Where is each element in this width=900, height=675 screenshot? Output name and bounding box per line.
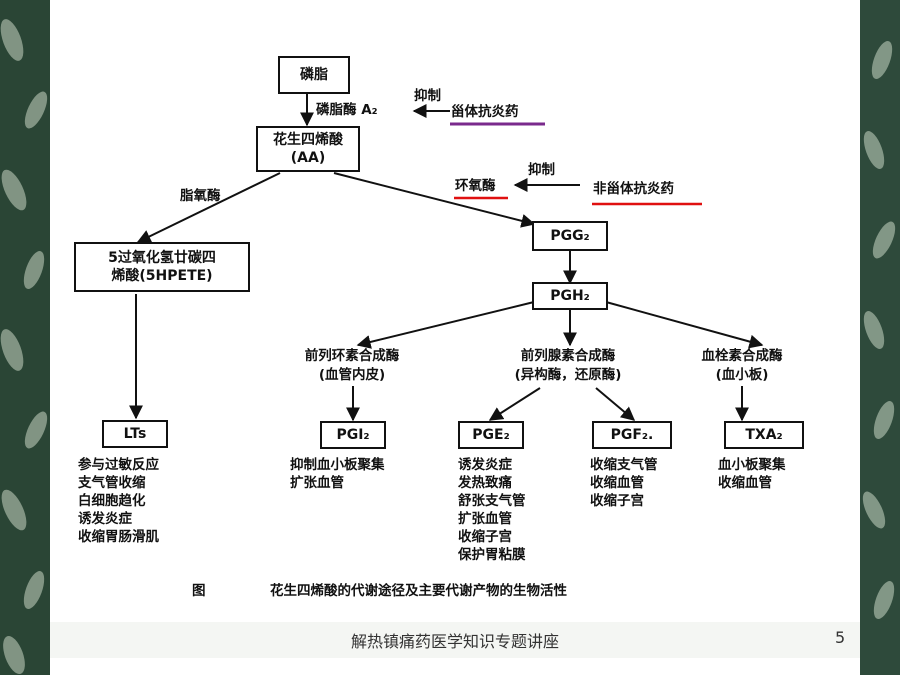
- pgh2-label: PGH₂: [550, 288, 590, 304]
- figure-caption-text: 花生四烯酸的代谢途径及主要代谢产物的生物活性: [270, 583, 567, 599]
- txa2-label: TXA₂: [745, 427, 783, 443]
- list-item: 收缩子宫: [590, 493, 644, 509]
- steroid-drug-label: 甾体抗炎药: [451, 104, 519, 120]
- list-item: 收缩支气管: [590, 457, 658, 473]
- list-item: 收缩血管: [590, 475, 644, 491]
- arrow-pgh2-to-prostacyclin-synthase: [356, 301, 535, 349]
- lipoxygenase-label: 脂氧酶: [180, 188, 221, 204]
- arrow-aa-to-hpete: [136, 172, 281, 243]
- list-item: 扩张血管: [458, 511, 512, 527]
- pgi2-box: PGI₂: [320, 421, 386, 449]
- list-item: 收缩血管: [718, 475, 772, 491]
- arrow-prostaglandin-synthase-to-pgf2: [595, 387, 636, 421]
- aa-label: 花生四烯酸: [273, 132, 343, 148]
- aa-box: 花生四烯酸 (AA): [256, 126, 360, 172]
- list-item: 诱发炎症: [78, 511, 132, 527]
- diagram-connectors: [129, 94, 764, 422]
- thromboxane-synthase-line1: 血栓素合成酶: [701, 348, 783, 364]
- list-item: 血小板聚集: [718, 457, 786, 473]
- txa2-effects-list: 血小板聚集 收缩血管: [718, 456, 786, 492]
- list-item: 参与过敏反应: [78, 457, 159, 473]
- footer-title: 解热镇痛药医学知识专题讲座: [350, 632, 559, 651]
- list-item: 支气管收缩: [78, 475, 146, 491]
- prostaglandin-synthase-line2: (异构酶，还原酶): [514, 367, 622, 383]
- figure-caption-label: 图: [192, 583, 206, 599]
- pla2-label: 磷脂酶 A₂: [316, 102, 378, 118]
- list-item: 诱发炎症: [458, 457, 512, 473]
- list-item: 发热致痛: [458, 475, 512, 491]
- pgf2-box: PGF₂.: [592, 421, 672, 449]
- left-leaf-pattern: [0, 19, 48, 675]
- pge2-box: PGE₂: [458, 421, 524, 449]
- list-item: 扩张血管: [290, 475, 344, 491]
- pgi2-effects-list: 抑制血小板聚集 扩张血管: [290, 456, 385, 492]
- list-item: 抑制血小板聚集: [290, 457, 385, 473]
- arrow-aa-to-pgg2: [333, 172, 536, 228]
- inhibit-label-2: 抑制: [528, 162, 555, 178]
- txa2-box: TXA₂: [724, 421, 804, 449]
- right-leaf-pattern: [862, 41, 896, 619]
- hpete-label-line2: 烯酸(5HPETE): [111, 268, 213, 284]
- pgf2-label: PGF₂.: [610, 427, 654, 443]
- footer-bar: [50, 622, 860, 658]
- nsaid-label: 非甾体抗炎药: [593, 181, 674, 197]
- hpete-label-line1: 5过氧化氢廿碳四: [108, 250, 216, 266]
- hpete-box: 5过氧化氢廿碳四 烯酸(5HPETE): [74, 242, 250, 292]
- lts-box: LTs: [102, 420, 168, 448]
- lts-effects-list: 参与过敏反应 支气管收缩 白细胞趋化 诱发炎症 收缩胃肠滑肌: [78, 456, 159, 546]
- pgi2-label: PGI₂: [336, 427, 370, 443]
- arrow-prostaglandin-synthase-to-pge2: [488, 387, 541, 421]
- list-item: 保护胃粘膜: [458, 547, 526, 563]
- list-item: 舒张支气管: [458, 493, 526, 509]
- pge2-label: PGE₂: [472, 427, 510, 443]
- list-item: 收缩子宫: [458, 529, 512, 545]
- prostacyclin-synthase-line1: 前列环素合成酶: [304, 348, 400, 364]
- pge2-effects-list: 诱发炎症 发热致痛 舒张支气管 扩张血管 收缩子宫 保护胃粘膜: [458, 456, 526, 564]
- phospholipid-label: 磷脂: [300, 67, 328, 83]
- list-item: 收缩胃肠滑肌: [78, 529, 159, 545]
- phospholipid-box: 磷脂: [278, 56, 350, 94]
- arrow-pgh2-to-thromboxane-synthase: [605, 301, 764, 349]
- pgg2-label: PGG₂: [550, 228, 590, 244]
- list-item: 白细胞趋化: [78, 493, 146, 509]
- pgh2-box: PGH₂: [532, 282, 608, 310]
- page-number: 5: [835, 628, 846, 647]
- pgf2-effects-list: 收缩支气管 收缩血管 收缩子宫: [590, 456, 658, 510]
- aa-abbrev: (AA): [290, 150, 326, 166]
- cox-label: 环氧酶: [455, 178, 496, 194]
- pgg2-box: PGG₂: [532, 221, 608, 251]
- thromboxane-synthase-line2: (血小板): [715, 367, 769, 383]
- lts-label: LTs: [123, 426, 147, 442]
- prostacyclin-synthase-line2: (血管内皮): [318, 367, 386, 383]
- inhibit-label-1: 抑制: [414, 88, 441, 104]
- prostaglandin-synthase-line1: 前列腺素合成酶: [520, 348, 616, 364]
- slide: 磷脂 花生四烯酸 (AA) 5过氧化氢廿碳四 烯酸(5HPETE) PGG₂ P…: [50, 0, 860, 675]
